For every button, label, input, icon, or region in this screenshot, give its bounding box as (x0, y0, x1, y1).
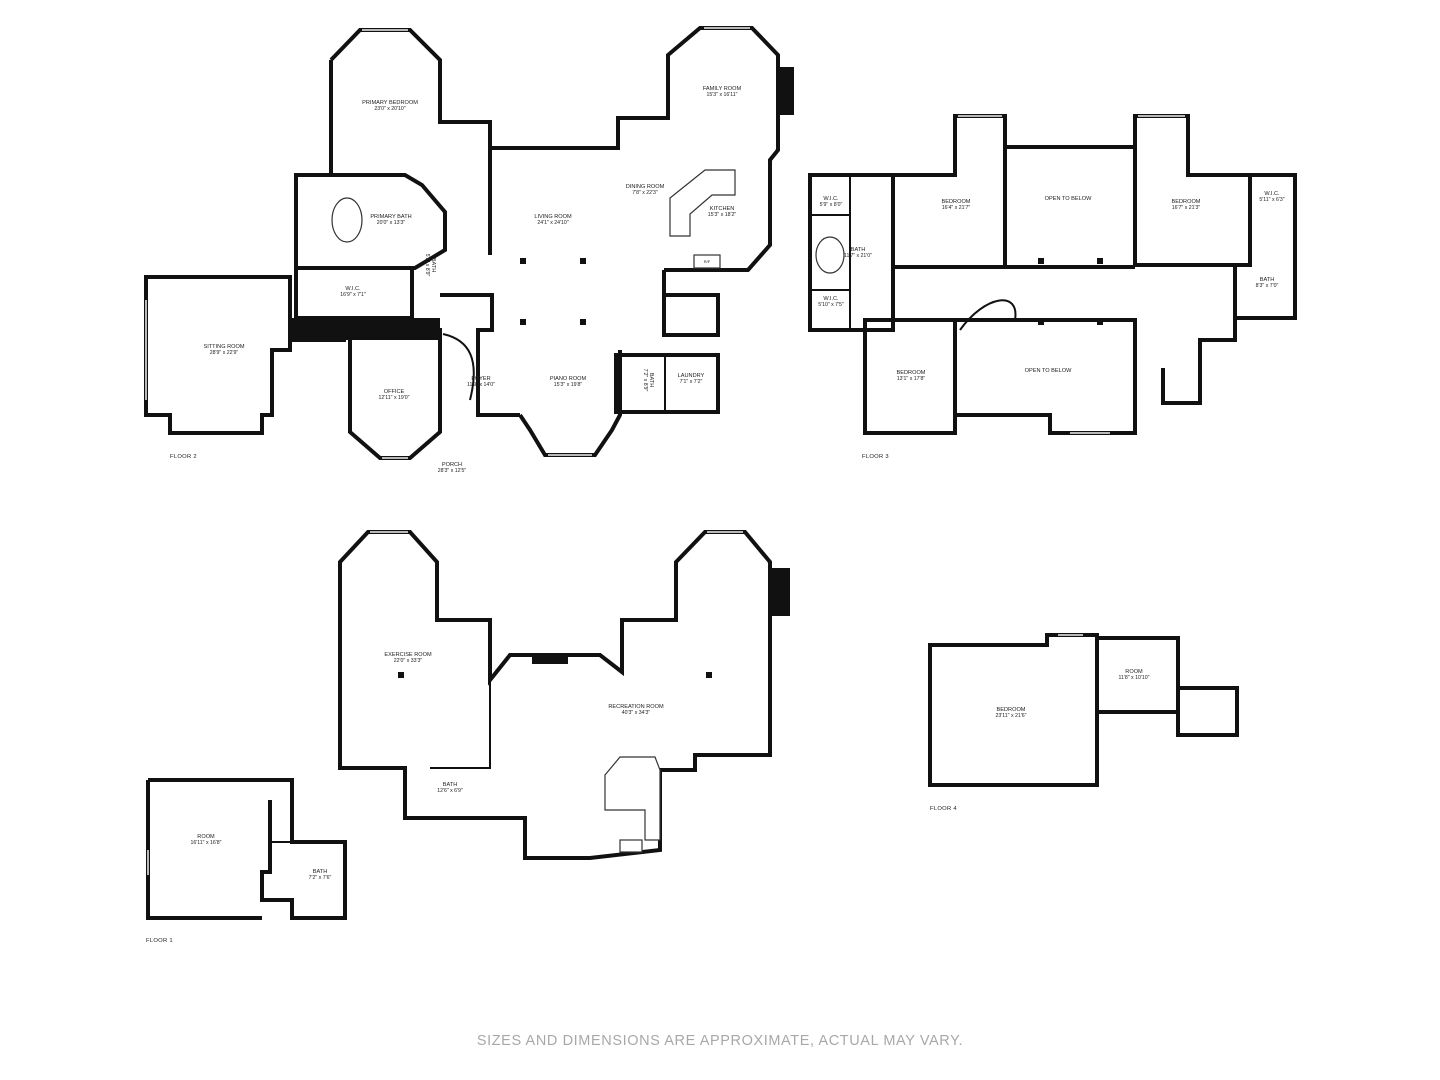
room-dims: 22'0" x 33'3" (394, 658, 423, 664)
column (580, 319, 586, 325)
fireplace (770, 568, 790, 616)
room-name: W.I.C. (823, 296, 839, 302)
room-dims: 12'6" x 6'9" (437, 788, 463, 794)
room-name: W.I.C. (1264, 191, 1280, 197)
room-name: LAUNDRY (678, 373, 705, 379)
wet-bar (604, 756, 661, 841)
floor-3-plan (808, 114, 1297, 435)
room-dims: 5'5" x 8'9" (424, 254, 430, 277)
room-dims: 15'3" x 19'8" (554, 382, 583, 388)
room-name: BATH (443, 782, 458, 788)
room-name: BATH (430, 258, 436, 273)
room-name: ROOM (197, 834, 215, 840)
room-name: FAMILY ROOM (703, 86, 742, 92)
room-name: SITTING ROOM (203, 344, 244, 350)
room-dims: 16'4" x 21'7" (942, 205, 971, 211)
room-name: BEDROOM (997, 707, 1026, 713)
room-name: LIVING ROOM (534, 214, 572, 220)
kitchen-island (669, 169, 736, 237)
room-dims: 7'8" x 22'3" (632, 190, 658, 196)
floor-1-plan (146, 530, 790, 920)
room-dims: 23'0" x 20'10" (374, 106, 405, 112)
room-name: BEDROOM (897, 370, 926, 376)
floor-2-plan: R/F (144, 26, 794, 460)
room-dims: 11'8" x 10'10" (1119, 675, 1150, 681)
room-dims: 5'11" x 6'3" (1259, 197, 1284, 203)
room-name: FOYER (471, 376, 490, 382)
room-name: PORCH (442, 462, 462, 468)
room-name: PRIMARY BEDROOM (362, 100, 418, 106)
room-name: BEDROOM (942, 199, 971, 205)
fireplace (780, 67, 794, 115)
room-name: OFFICE (384, 389, 405, 395)
room-name: PRIMARY BATH (370, 214, 411, 220)
room-name: W.I.C. (823, 196, 839, 202)
floor-4-plan (928, 633, 1239, 787)
room-dims: 7'2" x 8'9" (642, 369, 648, 392)
room-labels: PRIMARY BEDROOM 23'0" x 20'10" FAMILY RO… (191, 86, 1285, 881)
room-dims: 40'3" x 34'3" (622, 710, 651, 716)
disclaimer-text: SIZES AND DIMENSIONS ARE APPROXIMATE, AC… (476, 1033, 964, 1049)
room-dims: 16'7" x 21'3" (1172, 205, 1201, 211)
room-dims: 28'9" x 22'9" (210, 350, 239, 356)
room-name: BATH (313, 869, 328, 875)
room-dims: 12'11" x 19'0" (379, 395, 410, 401)
room-name: RECREATION ROOM (608, 704, 664, 710)
room-name: BATH (851, 247, 866, 253)
column (1097, 319, 1103, 325)
room-name: OPEN TO BELOW (1045, 196, 1092, 202)
room-dims: 15'3" x 16'11" (707, 92, 738, 98)
room-dims: 13'1" x 17'8" (897, 376, 926, 382)
column (520, 319, 526, 325)
room-dims: 5'9" x 8'0" (820, 202, 843, 208)
column (398, 672, 404, 678)
wall-block (290, 320, 346, 342)
refrigerator (693, 254, 721, 269)
room-dims: 11'9" x 14'0" (467, 382, 495, 388)
room-name: EXERCISE ROOM (384, 652, 432, 658)
column (706, 672, 712, 678)
room-name: KITCHEN (710, 206, 735, 212)
column (580, 258, 586, 264)
column (1038, 258, 1044, 264)
floor-label: FLOOR 2 (170, 454, 197, 460)
room-dims: 24'1" x 24'10" (537, 220, 568, 226)
room-name: W.I.C. (345, 286, 361, 292)
room-dims: 20'0" x 13'3" (377, 220, 406, 226)
room-name: OPEN TO BELOW (1025, 368, 1072, 374)
room-name: DINING ROOM (626, 184, 665, 190)
room-dims: 16'11" x 16'8" (191, 840, 222, 846)
room-dims: 23'11" x 21'6" (996, 713, 1027, 719)
room-dims: 28'3" x 12'5" (438, 468, 467, 474)
room-dims: 7'1" x 7'2" (680, 379, 703, 385)
room-dims: 7'2" x 7'6" (309, 875, 332, 881)
column (1097, 258, 1103, 264)
floor-label: FLOOR 3 (862, 454, 889, 460)
bathtub (331, 197, 363, 243)
room-name: PIANO ROOM (550, 376, 587, 382)
refrigerator-label: R/F (704, 259, 711, 264)
floor-label: FLOOR 1 (146, 938, 173, 944)
floor-label: FLOOR 4 (930, 806, 957, 812)
room-dims: 11'7" x 21'0" (844, 253, 872, 259)
bathtub (815, 236, 845, 274)
column (1038, 319, 1044, 325)
room-dims: 8'3" x 7'0" (1256, 283, 1279, 289)
fireplace (532, 655, 568, 664)
room-dims: 16'9" x 7'1" (340, 292, 366, 298)
refrigerator (619, 839, 643, 853)
room-name: BEDROOM (1172, 199, 1201, 205)
room-name: BATH (648, 373, 654, 388)
column (520, 258, 526, 264)
room-dims: 5'10" x 7'5" (818, 302, 844, 308)
room-dims: 15'3" x 18'2" (708, 212, 737, 218)
room-name: BATH (1260, 277, 1275, 283)
room-name: ROOM (1125, 669, 1143, 675)
